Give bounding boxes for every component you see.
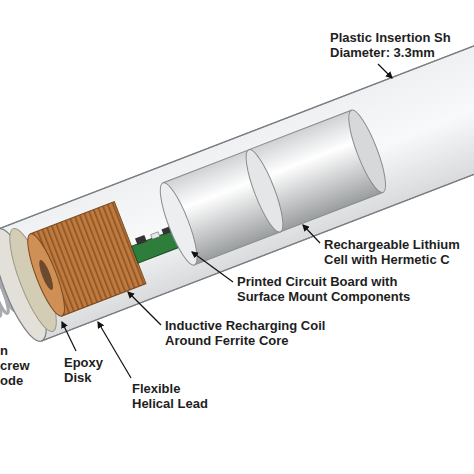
part-label: Epoxy Disk	[64, 355, 116, 385]
cropped-label: n crew ode	[0, 343, 38, 388]
part-label: Inductive Recharging Coil Around Ferrite…	[165, 318, 350, 348]
part-label: Printed Circuit Board with Surface Mount…	[237, 274, 427, 304]
part-label: Flexible Helical Lead	[132, 381, 224, 411]
part-label: Rechargeable Lithium Cell with Hermetic …	[324, 237, 472, 267]
part-label: Plastic Insertion Sh Diameter: 3.3mm	[330, 30, 470, 60]
